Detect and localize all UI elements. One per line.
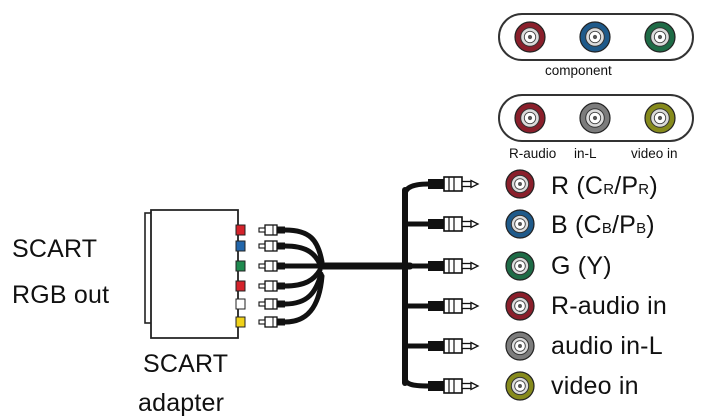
- av-label-in-l: in-L: [574, 146, 597, 161]
- rca-jack-icon: [505, 291, 535, 321]
- adapter-plug-icon: [258, 240, 286, 252]
- adapter-socket-icon: [235, 316, 246, 328]
- adapter-plugs: [258, 224, 286, 328]
- connector-label-b: B (CB/PB): [551, 211, 655, 239]
- audio-video-panel: [498, 94, 694, 142]
- cable-bundle: [282, 181, 431, 389]
- scart-rgb-label-line1: SCART: [12, 235, 98, 263]
- adapter-plug-icon: [258, 298, 286, 310]
- adapter-plug-icon: [258, 280, 286, 292]
- component-panel: [498, 13, 694, 61]
- adapter-socket-icon: [235, 240, 246, 252]
- rca-plug-icon: [427, 298, 479, 314]
- adapter-socket-icon: [235, 260, 246, 272]
- connector-label-video: video in: [551, 372, 639, 400]
- component-jack-green-icon: [644, 21, 676, 53]
- av-jack-red-icon: [514, 102, 546, 134]
- scart-rgb-label-line2: RGB out: [12, 281, 110, 309]
- adapter-socket-icon: [235, 280, 246, 292]
- adapter-socket-icon: [235, 298, 246, 310]
- component-jack-red-icon: [514, 21, 546, 53]
- rca-plug-icon: [427, 176, 479, 192]
- av-label-r-audio: R-audio: [509, 146, 557, 161]
- rca-plug-icon: [427, 258, 479, 274]
- rca-jack-icon: [505, 331, 535, 361]
- rca-jack-icon: [505, 371, 535, 401]
- rca-jack-icon: [505, 169, 535, 199]
- connector-label-g: G (Y): [551, 252, 612, 280]
- component-label: component: [545, 63, 612, 78]
- scart-adapter-label-line1: SCART: [143, 350, 229, 378]
- adapter-plug-icon: [258, 316, 286, 328]
- rca-jack-icon: [505, 251, 535, 281]
- connector-label-r: R (CR/PR): [551, 172, 658, 200]
- adapter-plug-icon: [258, 224, 286, 236]
- adapter-plug-icon: [258, 260, 286, 272]
- rca-plug-icon: [427, 378, 479, 394]
- av-jack-gray-icon: [579, 102, 611, 134]
- rca-jack-icon: [505, 209, 535, 239]
- scart-adapter-label-line2: adapter: [138, 389, 225, 417]
- rca-plug-icon: [427, 338, 479, 354]
- connector-label-r-audio: R-audio in: [551, 292, 667, 320]
- rca-plug-icon: [427, 216, 479, 232]
- output-plugs: [427, 169, 535, 401]
- component-jack-blue-icon: [579, 21, 611, 53]
- scart-adapter: [144, 209, 246, 339]
- adapter-socket-icon: [235, 224, 246, 236]
- av-label-video-in: video in: [631, 146, 678, 161]
- connector-label-audio-l: audio in-L: [551, 332, 663, 360]
- av-jack-yellow-icon: [644, 102, 676, 134]
